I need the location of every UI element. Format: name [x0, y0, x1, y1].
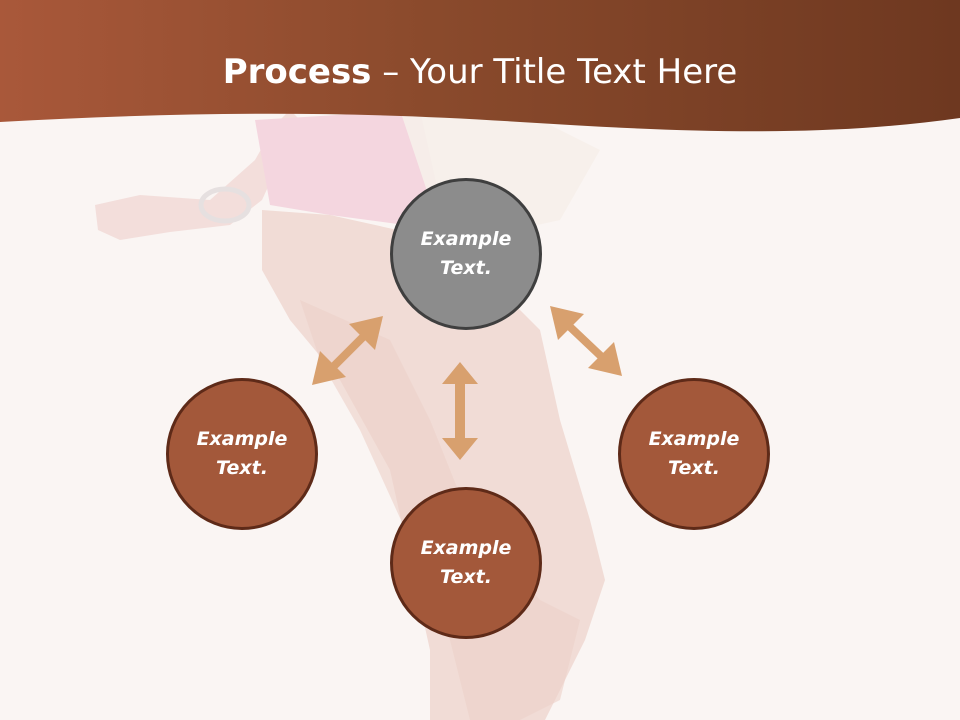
title-rest: – Your Title Text Here	[371, 52, 738, 92]
double-arrow-vertical-icon	[442, 362, 478, 460]
process-node-bottom[interactable]: Example Text.	[390, 487, 542, 639]
title-bold: Process	[222, 52, 372, 92]
node-right-text: Example Text.	[648, 428, 740, 479]
node-top-text: Example Text.	[420, 228, 512, 279]
process-node-right[interactable]: Example Text.	[618, 378, 770, 530]
node-bottom-text: Example Text.	[420, 537, 512, 588]
double-arrow-left-icon	[312, 316, 383, 385]
header-band	[0, 0, 960, 132]
process-node-left[interactable]: Example Text.	[166, 378, 318, 530]
slide-title: Process – Your Title Text Here	[0, 52, 960, 92]
process-node-top[interactable]: Example Text.	[390, 178, 542, 330]
node-left-text: Example Text.	[196, 428, 288, 479]
double-arrow-right-icon	[550, 306, 622, 376]
